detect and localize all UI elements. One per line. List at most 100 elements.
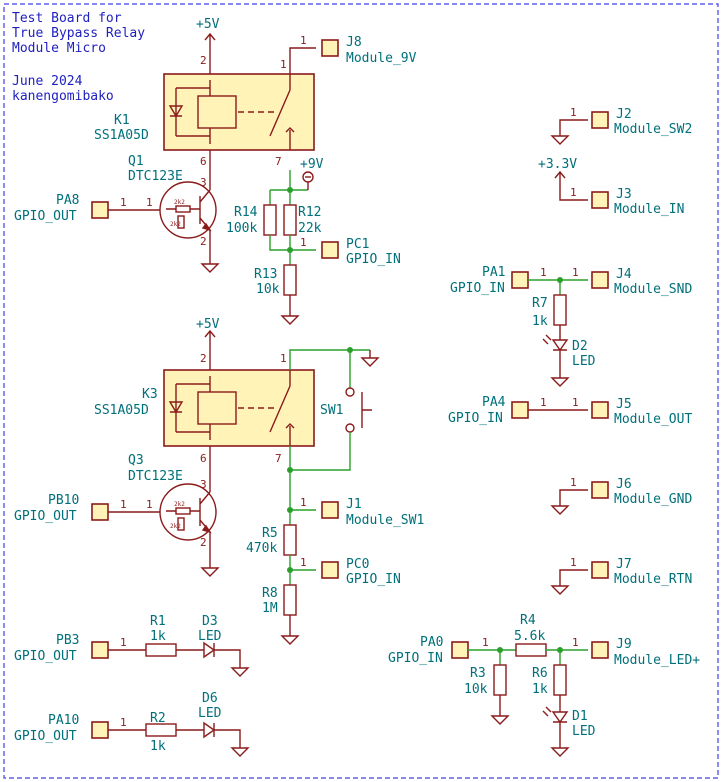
j5-pin-1: 1 [572, 396, 579, 409]
j9-value: Module_LED+ [614, 653, 700, 668]
pb3-value: GPIO_OUT [14, 649, 77, 664]
led-d2 [542, 334, 568, 357]
q3-pin-2: 2 [200, 536, 207, 549]
pc0-ref: PC0 [346, 557, 369, 572]
q1-r1-value: 2k2 [174, 199, 185, 206]
connector-pa8 [91, 201, 109, 219]
q3-r1-value: 2k2 [174, 501, 185, 508]
j6-ref: J6 [616, 477, 632, 492]
r13-value: 10k [256, 282, 280, 297]
pa4-value: GPIO_IN [448, 411, 503, 426]
d3-ref: D3 [202, 614, 218, 629]
j3-pin-1: 1 [570, 186, 577, 199]
j3-value: Module_IN [614, 202, 684, 217]
q3-r2-value: 2k2 [170, 523, 181, 530]
resistor-r8 [283, 584, 297, 616]
pa1-value: GPIO_IN [450, 281, 505, 296]
power-label-3v3: +3.3V [538, 157, 577, 172]
k3-pin-7: 7 [275, 452, 282, 465]
j2-ref: J2 [616, 107, 632, 122]
r14-ref: R14 [234, 205, 258, 220]
r5-value: 470k [246, 541, 277, 556]
j1-ref: J1 [346, 497, 362, 512]
connector-pb3 [91, 641, 109, 659]
j7-ref: J7 [616, 557, 632, 572]
resistor-r1 [145, 643, 177, 657]
connector-pb10 [91, 503, 109, 521]
connector-pa0 [451, 641, 469, 659]
connector-pa4 [511, 401, 529, 419]
pa10-pin-1: 1 [120, 716, 127, 729]
pc0-value: GPIO_IN [346, 572, 401, 587]
connector-j8 [321, 39, 339, 57]
connector-j1 [321, 501, 339, 519]
q1-r2-value: 2k2 [170, 221, 181, 228]
r14-value: 100k [226, 221, 257, 236]
q3-pin-3: 3 [200, 478, 207, 491]
r3-ref: R3 [470, 666, 486, 681]
relay-k3: +5V 2 6 7 1 K3 SS1A05D [94, 317, 315, 470]
j4-ref: J4 [616, 267, 632, 282]
led-d1 [542, 706, 568, 729]
resistor-r5 [283, 524, 297, 556]
pa10-ref: PA10 [48, 713, 79, 728]
power-label-5v-bottom: +5V [196, 317, 220, 332]
d6-ref: D6 [202, 691, 218, 706]
r6-value: 1k [532, 682, 548, 697]
j5-value: Module_OUT [614, 412, 692, 427]
j4-pin-1: 1 [572, 266, 579, 279]
resistor-r7 [553, 294, 567, 326]
pa0-pin-1: 1 [482, 636, 489, 649]
pb3-pin-1: 1 [120, 636, 127, 649]
r7-ref: R7 [532, 296, 548, 311]
j6-value: Module_GND [614, 492, 692, 507]
pc1-value: GPIO_IN [346, 252, 401, 267]
k1-value: SS1A05D [94, 128, 149, 143]
j7-pin-1: 1 [570, 556, 577, 569]
connector-pc0 [321, 561, 339, 579]
j8-pin-1: 1 [300, 34, 307, 47]
j6-pin-1: 1 [570, 476, 577, 489]
resistor-r6 [553, 664, 567, 696]
title-line-2: True Bypass Relay [12, 26, 145, 41]
title-line-3: Module Micro [12, 41, 106, 56]
led-d3 [199, 642, 221, 658]
pa10-value: GPIO_OUT [14, 729, 77, 744]
connector-j9 [591, 641, 609, 659]
k1-pin-6: 6 [200, 155, 207, 168]
pc0-pin-1: 1 [300, 556, 307, 569]
k1-pin-7: 7 [275, 155, 282, 168]
r13-ref: R13 [254, 267, 277, 282]
r3-value: 10k [464, 682, 488, 697]
connector-pa1 [511, 271, 529, 289]
r8-ref: R8 [262, 586, 278, 601]
j7-value: Module_RTN [614, 572, 692, 587]
title-date: June 2024 [12, 74, 83, 89]
relay-k1: +5V 2 6 7 1 K1 SS1A05D [94, 17, 315, 170]
q3-pin-1: 1 [146, 498, 153, 511]
j5-ref: J5 [616, 397, 632, 412]
pb10-ref: PB10 [48, 493, 79, 508]
connector-j6 [591, 481, 609, 499]
r5-ref: R5 [262, 526, 278, 541]
pa4-pin-1: 1 [540, 396, 547, 409]
pb10-pin-1: 1 [120, 498, 127, 511]
k1-pin-2: 2 [200, 54, 207, 67]
d6-value: LED [198, 706, 222, 721]
switch-sw1: SW1 [320, 387, 372, 433]
d3-value: LED [198, 629, 222, 644]
power-label-5v-top: +5V [196, 17, 220, 32]
j2-value: Module_SW2 [614, 122, 692, 137]
pc1-pin-1: 1 [300, 236, 307, 249]
led-d6 [199, 722, 221, 738]
r4-value: 5.6k [514, 629, 545, 644]
k3-value: SS1A05D [94, 403, 149, 418]
r2-ref: R2 [150, 711, 166, 726]
r12-ref: R12 [298, 205, 321, 220]
pa8-pin-1: 1 [120, 196, 127, 209]
pa1-pin-1: 1 [540, 266, 547, 279]
pa8-ref: PA8 [56, 193, 79, 208]
j3-ref: J3 [616, 187, 632, 202]
connector-j3 [591, 191, 609, 209]
